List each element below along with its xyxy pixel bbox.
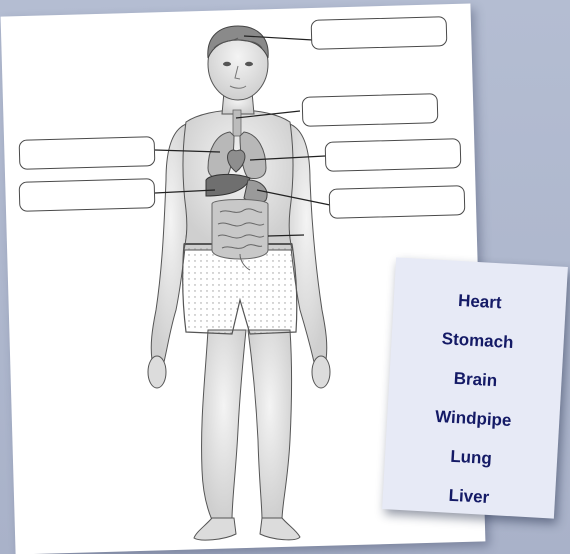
- label-box-lung-right[interactable]: [19, 136, 156, 170]
- word-bank-list: Heart Stomach Brain Windpipe Lung Liver: [382, 257, 568, 520]
- right-leg: [248, 330, 292, 520]
- label-box-stomach[interactable]: [329, 185, 466, 219]
- left-foot: [194, 518, 236, 540]
- label-box-windpipe[interactable]: [302, 93, 439, 127]
- windpipe-organ: [233, 110, 241, 136]
- label-box-lung-left[interactable]: [325, 138, 462, 172]
- label-box-liver[interactable]: [19, 178, 156, 212]
- right-foot: [260, 518, 300, 540]
- word-bank-card: Heart Stomach Brain Windpipe Lung Liver: [382, 257, 568, 518]
- left-hand: [312, 356, 330, 388]
- label-box-brain[interactable]: [311, 16, 448, 50]
- left-leg: [202, 330, 246, 520]
- right-hand: [148, 356, 166, 388]
